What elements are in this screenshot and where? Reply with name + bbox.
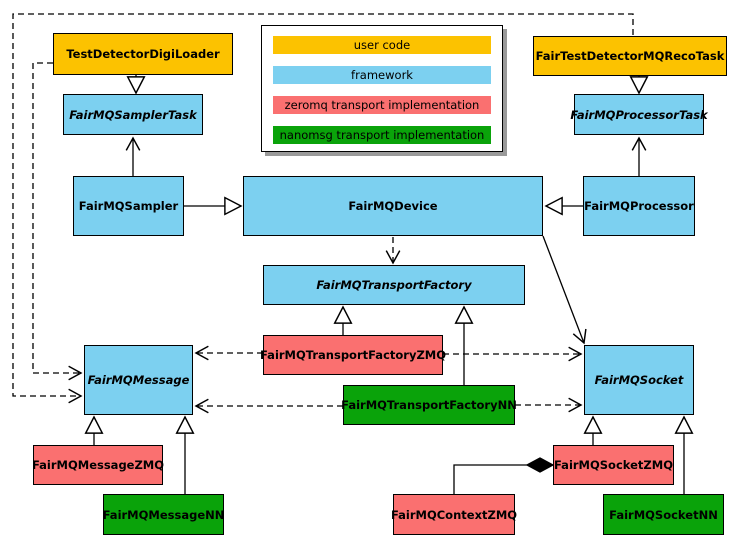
edge-recotask-message — [12, 13, 634, 404]
edge-contextzmq-socketzmq — [453, 464, 527, 494]
legend-item-label: nanomsg transport implementation — [279, 128, 485, 142]
legend-item-nanomsg: nanomsg transport implementation — [273, 126, 491, 144]
class-box-fairmq-device: FairMQDevice — [243, 176, 543, 236]
class-box-fairmq-message: FairMQMessage — [84, 345, 193, 415]
class-box-label: FairTestDetectorMQRecoTask — [535, 49, 725, 63]
legend-item-label: framework — [351, 68, 413, 82]
class-box-label: FairMQMessageZMQ — [31, 458, 165, 472]
legend-item-label: user code — [353, 38, 411, 52]
legend-item-label: zeromq transport implementation — [284, 98, 480, 112]
class-box-label: FairMQTransportFactoryNN — [341, 398, 517, 412]
class-box-fairmq-processor-task: FairMQProcessorTask — [570, 94, 708, 135]
class-box-label: FairMQMessage — [87, 373, 190, 387]
class-box-fairmq-processor: FairMQProcessor — [583, 176, 695, 236]
legend-item-user_code: user code — [273, 36, 491, 54]
class-box-label: FairMQSocket — [594, 373, 684, 387]
edge-digiloader-message — [32, 62, 83, 381]
class-box-fair-test-detector-mq-reco-task: FairTestDetectorMQRecoTask — [533, 36, 727, 76]
composition-diamond — [525, 457, 555, 473]
class-box-fairmq-message-nn: FairMQMessageNN — [103, 494, 224, 535]
class-box-fairmq-message-zmq: FairMQMessageZMQ — [31, 445, 165, 485]
class-box-label: TestDetectorDigiLoader — [66, 47, 220, 61]
class-box-fairmq-transport-factory-zmq: FairMQTransportFactoryZMQ — [260, 335, 447, 375]
legend-item-framework: framework — [273, 66, 491, 84]
class-box-label: FairMQDevice — [348, 199, 438, 213]
class-box-label: FairMQProcessorTask — [570, 107, 708, 122]
class-box-fairmq-socket: FairMQSocket — [584, 345, 694, 415]
class-box-test-detector-digi-loader: TestDetectorDigiLoader — [53, 33, 233, 75]
class-box-fairmq-transport-factory-nn: FairMQTransportFactoryNN — [341, 385, 517, 425]
class-box-label: FairMQSampler — [78, 199, 179, 213]
class-box-label: FairMQMessageNN — [102, 507, 225, 522]
class-box-label: FairMQTransportFactoryZMQ — [260, 348, 447, 362]
class-box-fairmq-transport-factory: FairMQTransportFactory — [263, 265, 525, 305]
class-box-label: FairMQSocketNN — [609, 507, 718, 522]
class-box-fairmq-context-zmq: FairMQContextZMQ — [390, 494, 518, 535]
class-box-label: FairMQSocketZMQ — [554, 458, 673, 472]
legend-item-zeromq: zeromq transport implementation — [273, 96, 491, 114]
class-box-fairmq-sampler: FairMQSampler — [73, 176, 184, 236]
class-box-label: FairMQTransportFactory — [316, 278, 472, 292]
class-box-label: FairMQContextZMQ — [390, 507, 518, 522]
class-box-label: FairMQProcessor — [584, 199, 694, 213]
edge-device-socket — [542, 235, 587, 345]
class-box-fairmq-socket-zmq: FairMQSocketZMQ — [553, 445, 674, 485]
class-box-fairmq-sampler-task: FairMQSamplerTask — [63, 94, 203, 135]
class-box-label: FairMQSamplerTask — [69, 107, 197, 122]
legend: user code framework zeromq transport imple… — [261, 25, 503, 152]
class-box-fairmq-socket-nn: FairMQSocketNN — [603, 494, 724, 535]
